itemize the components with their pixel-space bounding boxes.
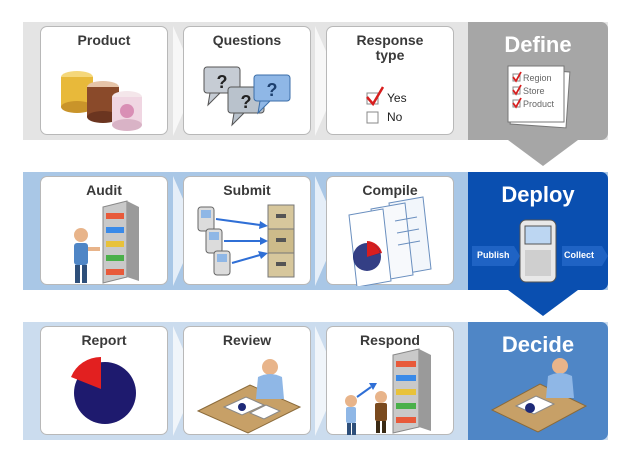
pie-chart-icon	[71, 356, 136, 424]
choice-yes: Yes	[387, 91, 407, 105]
card-title: Questions	[212, 32, 282, 48]
questions-card: Questions ? ? ?	[183, 26, 311, 135]
stage-title: Decide	[501, 332, 575, 357]
form-item: Product	[523, 99, 555, 109]
deploy-stage: Deploy Publish Collect	[468, 172, 608, 290]
publish-tag: Publish	[477, 250, 510, 260]
card-title: Compile	[362, 182, 418, 198]
decide-row: Report Review Respond	[23, 322, 608, 440]
checkbox-icons	[366, 86, 385, 124]
speech-bubbles-icon: ? ? ?	[203, 66, 291, 127]
devices-to-server-icon	[197, 204, 295, 278]
stage-title: Define	[504, 32, 572, 57]
product-cans-icon	[61, 71, 142, 131]
card-title: Review	[222, 332, 272, 348]
deploy-row: Audit Submit	[23, 172, 608, 290]
compile-card: Compile	[326, 176, 454, 286]
report-card: Report	[40, 326, 168, 435]
form-item: Region	[523, 73, 552, 83]
form-item: Store	[523, 86, 545, 96]
handheld-device-icon	[472, 219, 608, 283]
card-title: Audit	[86, 182, 122, 198]
stage-title: Deploy	[501, 182, 575, 207]
reports-icon	[348, 196, 432, 286]
question-mark: ?	[267, 80, 278, 100]
forms-icon: Region Store Product	[507, 65, 571, 129]
choice-no: No	[387, 110, 403, 124]
question-mark: ?	[217, 72, 228, 92]
card-title: Respond	[360, 332, 420, 348]
submit-card: Submit	[183, 176, 311, 285]
auditor-shelf-icon	[74, 200, 139, 284]
product-card: Product	[40, 26, 168, 135]
define-row: Product Questions ? ? ? Response type	[23, 22, 608, 140]
down-arrow	[508, 290, 578, 316]
card-title: Report	[81, 332, 127, 348]
card-title: Submit	[223, 182, 271, 198]
desk-review-icon	[196, 359, 302, 434]
define-stage: Define Region Store Product	[468, 22, 608, 140]
review-card: Review	[183, 326, 311, 435]
card-title: Response type	[356, 32, 424, 63]
respond-card: Respond	[326, 326, 454, 435]
question-mark: ?	[241, 92, 252, 112]
response-type-card: Response type Yes No	[326, 26, 454, 135]
desk-review-icon	[490, 358, 588, 433]
audit-card: Audit	[40, 176, 168, 285]
respond-shelf-icon	[345, 348, 431, 435]
decide-stage: Decide	[468, 322, 608, 440]
collect-tag: Collect	[564, 250, 595, 260]
down-arrow	[508, 140, 578, 166]
card-title: Product	[77, 32, 131, 48]
